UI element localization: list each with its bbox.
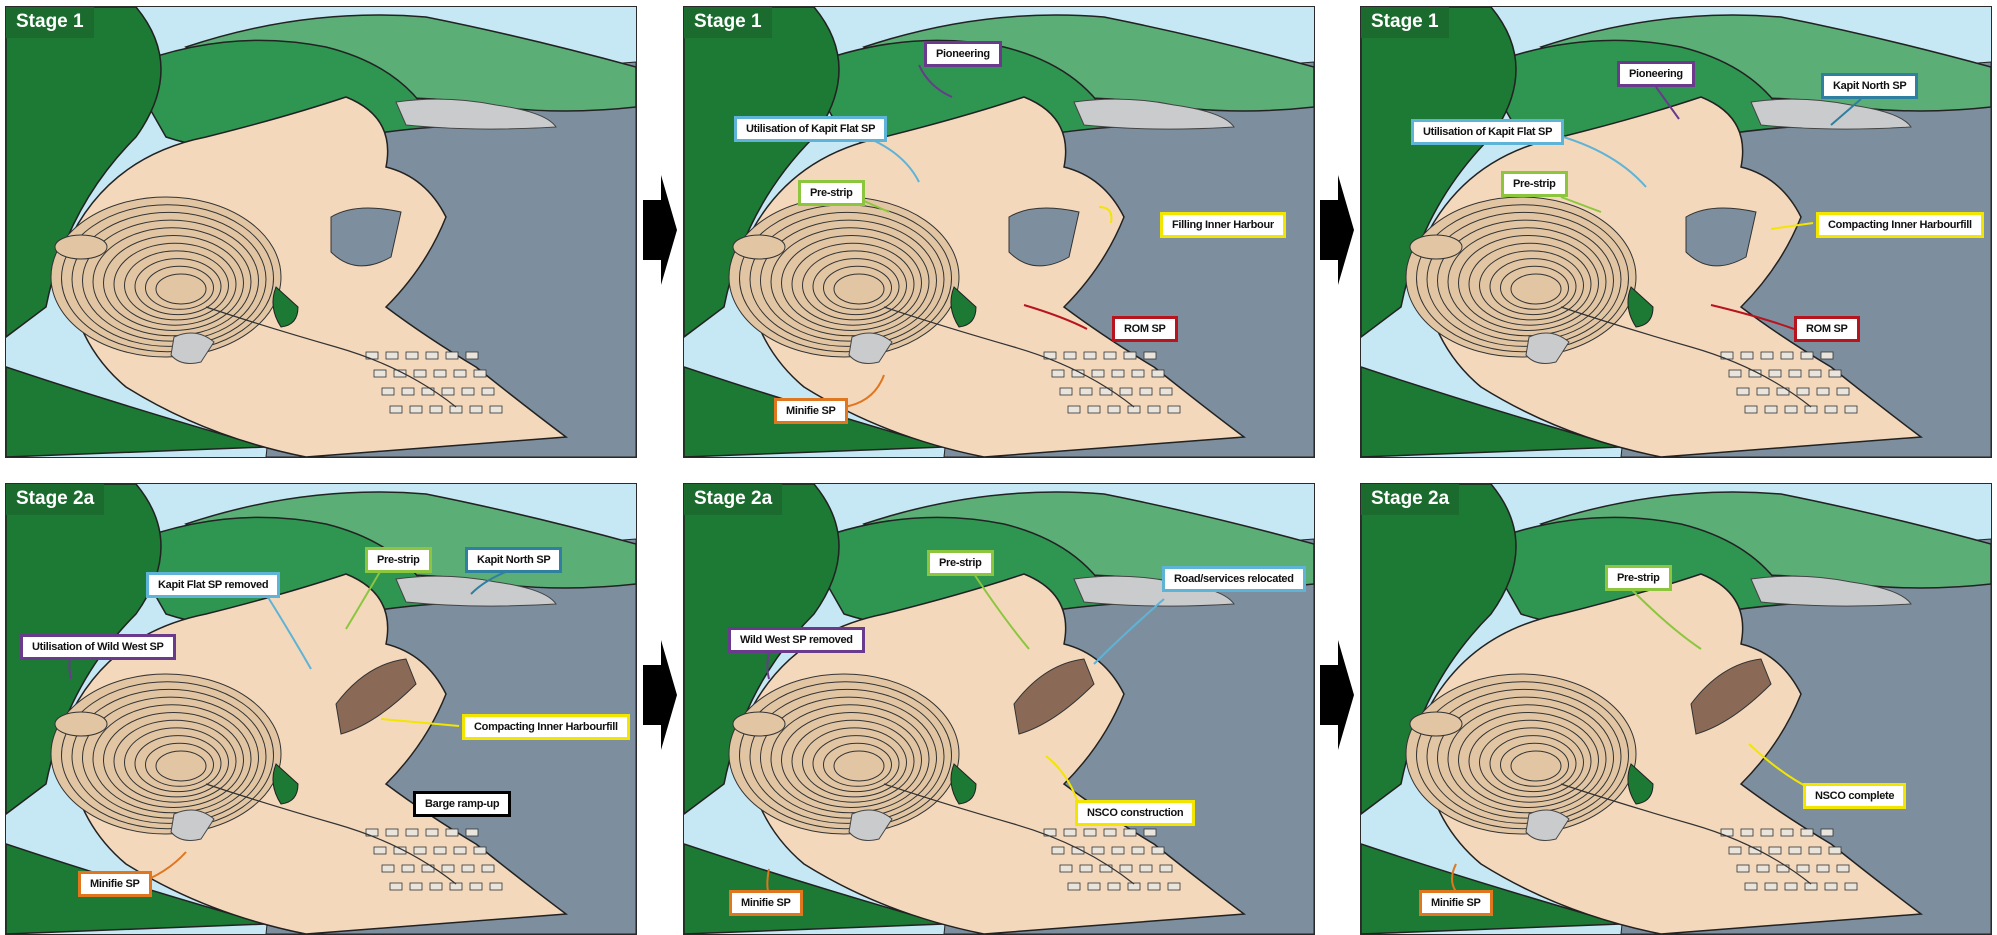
stage-label: Stage 2a <box>684 484 782 515</box>
mine-scene <box>684 484 1314 934</box>
callout-filling-harbour: Filling Inner Harbour <box>1160 212 1286 238</box>
arrow-right-icon <box>643 175 677 285</box>
callout-wild-west: Utilisation of Wild West SP <box>20 634 176 660</box>
callout-prestrip: Pre-strip <box>798 180 865 206</box>
callout-nsco-construction: NSCO construction <box>1075 800 1195 826</box>
open-pit <box>729 674 959 834</box>
mine-scene <box>6 7 636 457</box>
open-pit <box>1406 197 1636 357</box>
arrow-right-icon <box>1320 175 1354 285</box>
open-pit <box>729 197 959 357</box>
arrow-right-icon <box>1320 640 1354 750</box>
panel-2: Stage 1 Pioneering Utilisation of Kapit … <box>683 6 1315 458</box>
wild-west-sp <box>733 712 785 736</box>
stage-label: Stage 1 <box>1361 7 1449 38</box>
inner-harbour <box>1009 208 1079 266</box>
panel-1: Stage 1 <box>5 6 637 458</box>
open-pit <box>1406 674 1636 834</box>
callout-rom-sp: ROM SP <box>1112 316 1178 342</box>
callout-minifie-sp: Minifie SP <box>774 398 848 424</box>
callout-rom-sp: ROM SP <box>1794 316 1860 342</box>
panel-3: Stage 1 Pioneering Kapit North SP Utilis… <box>1360 6 1992 458</box>
wild-west-sp <box>733 235 785 259</box>
open-pit <box>51 674 281 834</box>
callout-compacting: Compacting Inner Harbourfill <box>1816 212 1984 238</box>
wild-west-sp <box>1410 712 1462 736</box>
callout-prestrip: Pre-strip <box>365 547 432 573</box>
open-pit <box>51 197 281 357</box>
callout-kapit-north: Kapit North SP <box>465 547 562 573</box>
mine-scene <box>1361 484 1991 934</box>
stage-label: Stage 2a <box>1361 484 1459 515</box>
callout-kapit-flat: Utilisation of Kapit Flat SP <box>1411 119 1564 145</box>
callout-nsco-complete: NSCO complete <box>1803 783 1906 809</box>
callout-kapit-flat-removed: Kapit Flat SP removed <box>146 572 280 598</box>
callout-minifie-sp: Minifie SP <box>729 890 803 916</box>
callout-prestrip: Pre-strip <box>927 550 994 576</box>
callout-road-services: Road/services relocated <box>1162 566 1306 592</box>
wild-west-sp <box>55 712 107 736</box>
panel-6: Stage 2a Pre-strip NSCO complete Minifie… <box>1360 483 1992 935</box>
wild-west-sp <box>55 235 107 259</box>
callout-pioneering: Pioneering <box>1617 61 1695 87</box>
panel-5: Stage 2a Pre-strip Road/services relocat… <box>683 483 1315 935</box>
callout-prestrip: Pre-strip <box>1605 565 1672 591</box>
callout-barge-ramp: Barge ramp-up <box>413 791 511 817</box>
inner-harbour <box>1686 208 1756 266</box>
callout-minifie-sp: Minifie SP <box>1419 890 1493 916</box>
panel-4: Stage 2a Pre-strip Kapit North SP Kapit … <box>5 483 637 935</box>
callout-kapit-flat: Utilisation of Kapit Flat SP <box>734 116 887 142</box>
stage-label: Stage 1 <box>684 7 772 38</box>
callout-wild-west-removed: Wild West SP removed <box>728 627 865 653</box>
stage-label: Stage 1 <box>6 7 94 38</box>
callout-pioneering: Pioneering <box>924 41 1002 67</box>
wild-west-sp <box>1410 235 1462 259</box>
inner-harbour <box>331 208 401 266</box>
stage-label: Stage 2a <box>6 484 104 515</box>
callout-kapit-north: Kapit North SP <box>1821 73 1918 99</box>
callout-prestrip: Pre-strip <box>1501 171 1568 197</box>
callout-minifie-sp: Minifie SP <box>78 871 152 897</box>
arrow-right-icon <box>643 640 677 750</box>
callout-compacting: Compacting Inner Harbourfill <box>462 714 630 740</box>
